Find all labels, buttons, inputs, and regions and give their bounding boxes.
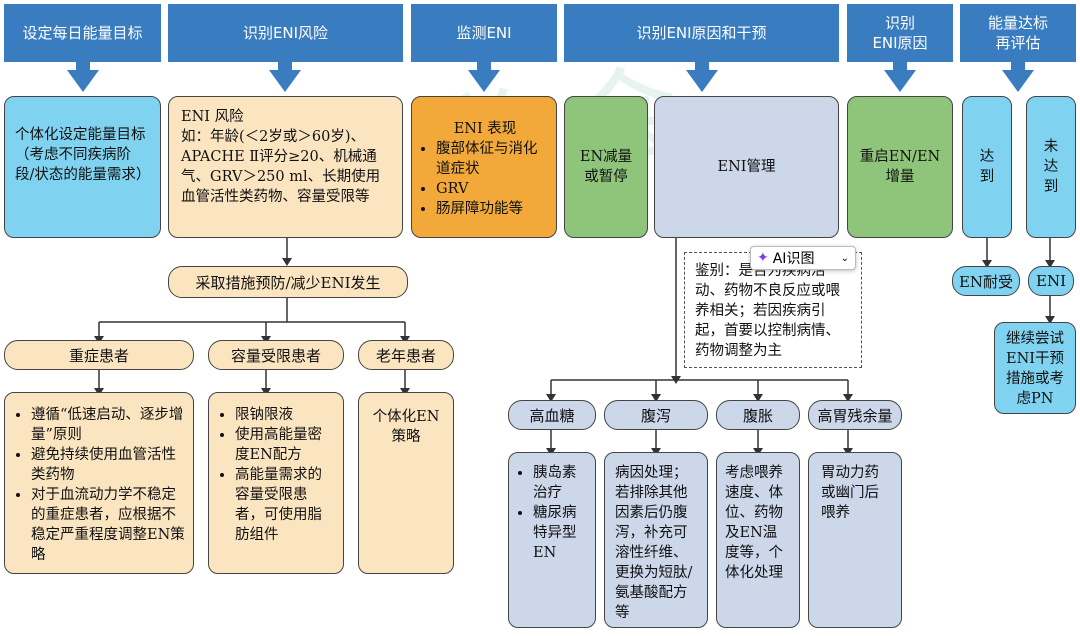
header-monitor-eni-label: 监测ENI xyxy=(456,24,512,42)
continue-note-box: 继续尝试ENI干预措施或考虑PN xyxy=(994,322,1076,414)
energy-target-box: 个体化设定能量目标（考虑不同疾病阶段/状态的能量需求） xyxy=(4,96,161,238)
header-eni-risk-label: 识别ENI风险 xyxy=(242,24,329,42)
en-reduce-box: EN减量或暂停 xyxy=(564,96,648,238)
list-item: 肠屏障功能等 xyxy=(436,199,548,219)
header-reassess-line2: 再评估 xyxy=(995,34,1041,52)
list-item: 糖尿病特异型EN xyxy=(533,503,589,563)
high-grv-detail-box: 胃动力药或幽门后喂养 xyxy=(808,452,902,628)
list-item: 避免持续使用血管活性类药物 xyxy=(31,445,185,485)
header-identify-line1: 识别 xyxy=(884,14,915,32)
continue-note-text: 继续尝试ENI干预措施或考虑PN xyxy=(1006,331,1064,407)
eni-manifestation-list: 腹部体征与消化道症状 GRV 肠屏障功能等 xyxy=(422,139,548,219)
arrow-down-icon xyxy=(1002,58,1034,92)
header-reassess: 能量达标再评估 xyxy=(960,4,1076,62)
arrow-down-icon xyxy=(468,58,500,92)
eni-manifestation-title: ENI 表现 xyxy=(453,121,517,137)
group-critical: 重症患者 xyxy=(4,340,194,370)
eni-risk-title: ENI 风险 xyxy=(181,109,244,125)
symptom-bloating-label: 腹胀 xyxy=(742,406,773,425)
hyperglycemia-detail-box: 胰岛素治疗 糖尿病特异型EN xyxy=(508,452,596,628)
list-item: 遵循“低速启动、逐步增量”原则 xyxy=(31,405,185,445)
list-item: 限钠限液 xyxy=(235,405,335,425)
diarrhea-detail-box: 病因处理；若排除其他因素后仍腹泻，补充可溶性纤维、更换为短肽/氨基酸配方等 xyxy=(604,452,708,628)
identify-note-text: 鉴别：是否为疾病活动、药物不良反应或喂养相关；若因疾病引起，首要以控制病情、药物… xyxy=(695,263,840,359)
group-critical-label: 重症患者 xyxy=(68,346,129,365)
header-reassess-line1: 能量达标 xyxy=(987,14,1048,32)
elderly-detail-text: 个体化EN策略 xyxy=(372,409,440,445)
symptom-diarrhea-label: 腹泻 xyxy=(640,406,671,425)
header-identify-line2: ENI原因 xyxy=(872,34,928,52)
symptom-hyperglycemia-label: 高血糖 xyxy=(529,406,575,425)
volume-detail-list: 限钠限液 使用高能量密度EN配方 高能量需求的容量受限患者，可使用脂肪组件 xyxy=(221,405,335,545)
chevron-down-icon: ⌄ xyxy=(840,252,849,264)
header-eni-cause-intervention-label: 识别ENI原因和干预 xyxy=(636,24,767,42)
restart-en-text: 重启EN/EN增量 xyxy=(859,149,941,185)
header-eni-risk: 识别ENI风险 xyxy=(168,4,403,62)
symptom-hyperglycemia: 高血糖 xyxy=(508,400,596,430)
group-elderly: 老年患者 xyxy=(358,340,454,370)
eni-box: ENI xyxy=(1028,266,1074,296)
volume-detail-box: 限钠限液 使用高能量密度EN配方 高能量需求的容量受限患者，可使用脂肪组件 xyxy=(208,392,344,574)
header-eni-cause-intervention: 识别ENI原因和干预 xyxy=(564,4,839,62)
eni-manage-box: ENI管理 xyxy=(654,96,839,238)
symptom-high-grv: 高胃残余量 xyxy=(808,400,902,430)
bloating-detail-text: 考虑喂养速度、体位、药物及EN温度等，个体化处理 xyxy=(725,465,783,581)
identify-note-box: 鉴别：是否为疾病活动、药物不良反应或喂养相关；若因疾病引起，首要以控制病情、药物… xyxy=(684,252,862,368)
prevent-eni-text: 采取措施预防/减少ENI发生 xyxy=(195,273,381,292)
reach-box: 达到 xyxy=(962,96,1012,238)
eni-manifestation-box: ENI 表现 腹部体征与消化道症状 GRV 肠屏障功能等 xyxy=(411,96,557,238)
bloating-detail-box: 考虑喂养速度、体位、药物及EN温度等，个体化处理 xyxy=(716,452,800,628)
ai-recognize-label: AI识图 xyxy=(772,251,815,267)
symptom-diarrhea: 腹泻 xyxy=(604,400,708,430)
en-tolerance-box: EN耐受 xyxy=(952,266,1020,296)
group-volume: 容量受限患者 xyxy=(208,340,344,370)
ai-recognize-button[interactable]: ✦ AI识图 ⌄ xyxy=(750,246,856,270)
header-energy-target-label: 设定每日能量目标 xyxy=(22,24,143,42)
en-reduce-text: EN减量或暂停 xyxy=(579,149,633,185)
header-identify-eni-cause: 识别 ENI原因 xyxy=(847,4,953,62)
eni-risk-body: 如：年龄(＜2岁或＞60岁)、APACHE Ⅱ评分≥20、机械通气、GRV＞25… xyxy=(181,129,381,205)
group-elderly-label: 老年患者 xyxy=(375,346,436,365)
list-item: 对于血流动力学不稳定的重症患者，应根据不稳定严重程度调整EN策略 xyxy=(31,485,185,565)
eni-risk-box: ENI 风险 如：年龄(＜2岁或＞60岁)、APACHE Ⅱ评分≥20、机械通气… xyxy=(168,96,403,238)
arrow-down-icon xyxy=(686,58,718,92)
list-item: 高能量需求的容量受限患者，可使用脂肪组件 xyxy=(235,465,335,545)
list-item: 胰岛素治疗 xyxy=(533,463,589,503)
en-tolerance-text: EN耐受 xyxy=(958,272,1014,291)
high-grv-detail-text: 胃动力药或幽门后喂养 xyxy=(821,465,879,521)
ai-sparkle-icon: ✦ xyxy=(757,250,769,266)
critical-detail-list: 遵循“低速启动、逐步增量”原则 避免持续使用血管活性类药物 对于血流动力学不稳定… xyxy=(17,405,185,565)
not-reach-box: 未达到 xyxy=(1026,96,1076,238)
header-energy-target: 设定每日能量目标 xyxy=(4,4,161,62)
list-item: GRV xyxy=(436,179,548,199)
arrow-down-icon xyxy=(269,58,301,92)
not-reach-text: 未达到 xyxy=(1043,139,1059,195)
hyperglycemia-detail-list: 胰岛素治疗 糖尿病特异型EN xyxy=(519,463,589,563)
elderly-detail-box: 个体化EN策略 xyxy=(358,392,454,574)
energy-target-text: 个体化设定能量目标（考虑不同疾病阶段/状态的能量需求） xyxy=(15,127,151,183)
header-monitor-eni: 监测ENI xyxy=(411,4,557,62)
group-volume-label: 容量受限患者 xyxy=(230,346,321,365)
symptom-high-grv-label: 高胃残余量 xyxy=(817,406,893,425)
eni-text: ENI xyxy=(1036,272,1066,290)
list-item: 使用高能量密度EN配方 xyxy=(235,425,335,465)
arrow-down-icon xyxy=(884,58,916,92)
prevent-eni-box: 采取措施预防/减少ENI发生 xyxy=(168,266,408,298)
reach-text: 达到 xyxy=(979,149,995,185)
arrow-down-icon xyxy=(67,58,99,92)
list-item: 腹部体征与消化道症状 xyxy=(436,139,548,179)
restart-en-box: 重启EN/EN增量 xyxy=(847,96,953,238)
critical-detail-box: 遵循“低速启动、逐步增量”原则 避免持续使用血管活性类药物 对于血流动力学不稳定… xyxy=(4,392,194,574)
symptom-bloating: 腹胀 xyxy=(716,400,800,430)
eni-manage-text: ENI管理 xyxy=(717,159,776,175)
diarrhea-detail-text: 病因处理；若排除其他因素后仍腹泻，补充可溶性纤维、更换为短肽/氨基酸配方等 xyxy=(615,465,693,621)
